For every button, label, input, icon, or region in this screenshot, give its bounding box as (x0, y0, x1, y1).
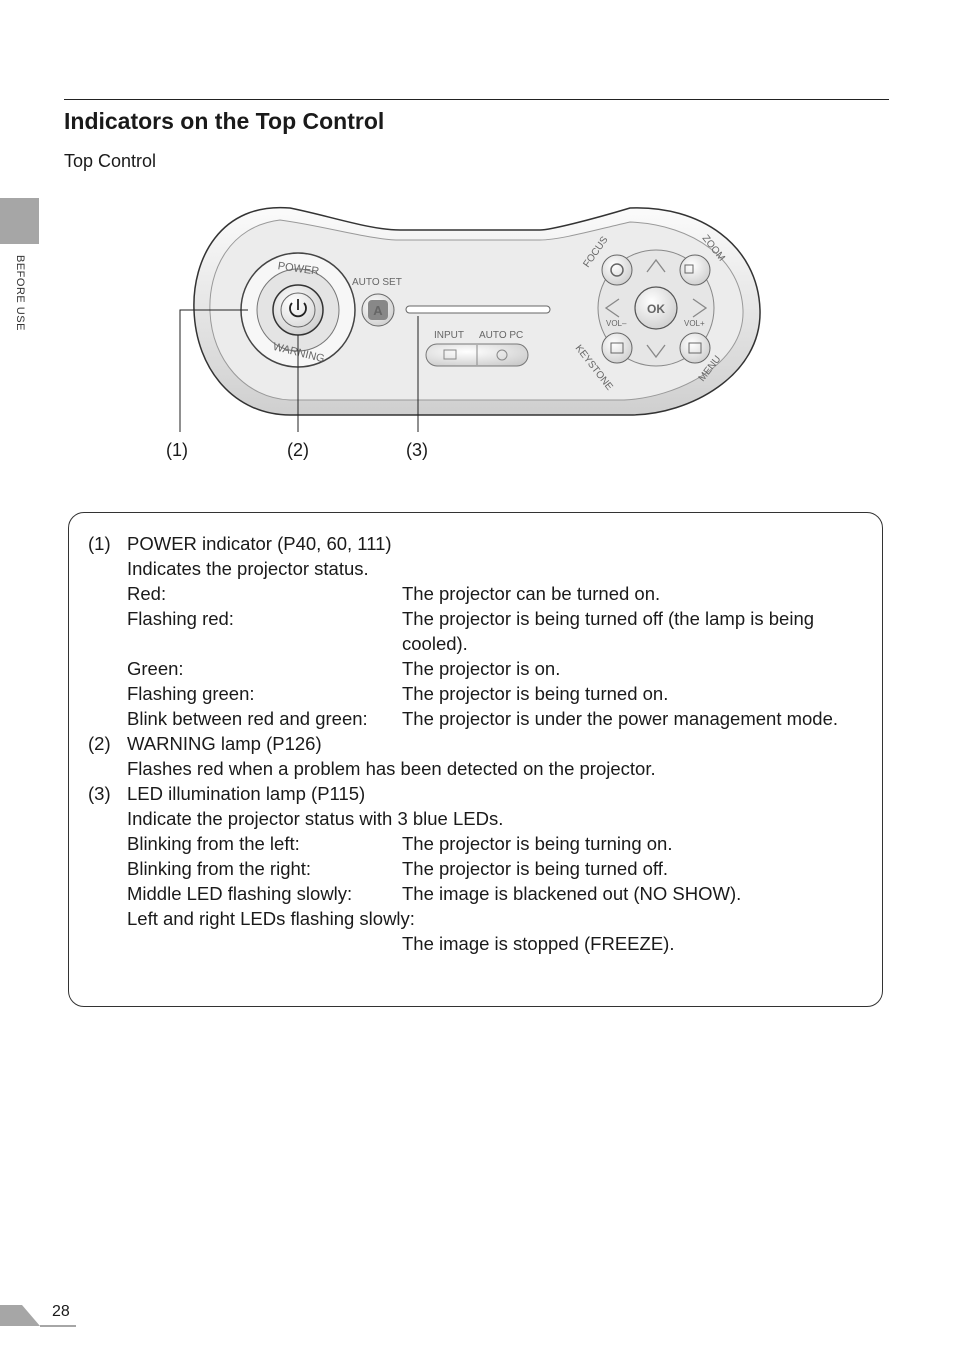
vol-plus-label: VOL+ (684, 319, 705, 328)
item-2-title: WARNING lamp (P126) (127, 733, 322, 754)
status-row: Flashing red: The projector is being tur… (127, 608, 815, 654)
item-2-description: Flashes red when a problem has been dete… (127, 758, 656, 779)
keystone-icon (610, 342, 624, 354)
led-illumination-bar (405, 305, 551, 314)
left-arrow-icon (604, 298, 620, 318)
callout-1-leader (179, 309, 248, 432)
callout-3: (3) (406, 440, 428, 460)
input-icon (443, 349, 457, 360)
indicator-descriptions: (1) POWER indicator (P40, 60, 111) Indic… (88, 531, 864, 956)
callout-1: (1) (166, 440, 188, 460)
status-row: Flashing green: The projector is being t… (127, 683, 669, 704)
freeze-status-row: The image is stopped (FREEZE). (402, 933, 675, 954)
status-row: Middle LED flashing slowly: The image is… (127, 883, 742, 904)
top-rule (64, 99, 889, 100)
power-label: POWER (277, 260, 320, 278)
down-arrow-icon (646, 344, 666, 359)
page-title: Indicators on the Top Control (64, 108, 385, 134)
item-1-number: (1) (88, 533, 111, 554)
item-2-heading: (2) WARNING lamp (P126) (88, 731, 864, 756)
item-3-title: LED illumination lamp (P115) (127, 783, 366, 804)
top-control-diagram: POWER WARNING AUTO SET A INPUT AUTO PC F… (150, 200, 770, 480)
auto-pc-icon (496, 349, 508, 361)
zoom-button (679, 254, 711, 286)
status-row: Blink between red and green: The project… (127, 708, 839, 729)
section-subtitle: Top Control (64, 151, 157, 171)
input-label: INPUT (434, 330, 464, 341)
menu-icon (688, 342, 702, 354)
side-chapter-label: BEFORE USE (14, 255, 26, 331)
focus-button (601, 254, 633, 286)
auto-pc-label: AUTO PC (479, 330, 523, 341)
item-1-heading: (1) POWER indicator (P40, 60, 111) (88, 531, 864, 556)
page-number-rule (40, 1325, 76, 1327)
item-3-intro: Indicate the projector status with 3 blu… (127, 808, 504, 829)
page-tab (0, 1305, 40, 1326)
power-icon (289, 302, 307, 318)
status-row: Red: The projector can be turned on. (127, 583, 661, 604)
indicator-description-box (68, 512, 883, 1007)
callout-2: (2) (287, 440, 309, 460)
zoom-icon (684, 264, 694, 274)
auto-set-label: AUTO SET (352, 277, 402, 288)
item-1-title: POWER indicator (P40, 60, 111) (127, 533, 392, 554)
status-row: Green: The projector is on. (127, 658, 561, 679)
page-number: 28 (52, 1303, 70, 1320)
item-1-intro: Indicates the projector status. (127, 558, 369, 579)
side-tab (0, 198, 39, 244)
item-2-number: (2) (88, 733, 111, 754)
status-row: Blinking from the left: The projector is… (127, 833, 673, 854)
ok-button (634, 286, 678, 330)
right-arrow-icon (692, 298, 708, 318)
vol-minus-label: VOL– (606, 319, 627, 328)
focus-icon (610, 263, 624, 277)
item-3-heading: (3) LED illumination lamp (P115) (88, 781, 864, 806)
top-control-illustration: POWER WARNING AUTO SET A INPUT AUTO PC F… (166, 206, 761, 460)
up-arrow-icon (646, 258, 666, 273)
item-3-number: (3) (88, 783, 111, 804)
status-row: Blinking from the right: The projector i… (127, 858, 669, 879)
keystone-button (601, 332, 633, 364)
freeze-status-label: Left and right LEDs flashing slowly: (127, 908, 415, 929)
menu-button (679, 332, 711, 364)
ok-label: OK (647, 302, 665, 316)
auto-set-key: A (373, 303, 383, 318)
